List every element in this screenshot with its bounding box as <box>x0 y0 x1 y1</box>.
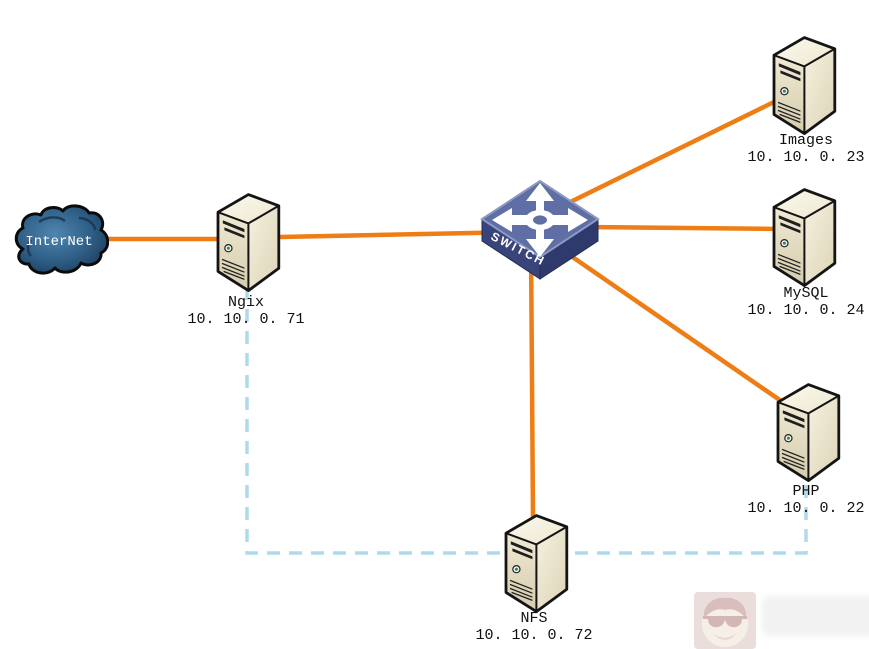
server-icon-images <box>762 32 842 136</box>
node-label-mysql: MySQL 10. 10. 0. 24 <box>721 285 869 320</box>
watermark <box>690 590 869 649</box>
link-dashed-ngix-nfs-php <box>245 287 808 555</box>
node-name: Images <box>778 132 833 149</box>
server-icon-php <box>766 379 846 483</box>
internet-cloud-icon: InterNet <box>14 204 109 275</box>
node-label-ngix: Ngix 10. 10. 0. 71 <box>161 294 331 329</box>
node-name: MySQL <box>783 285 829 302</box>
node-name: NFS <box>520 610 548 627</box>
server-icon-ngix <box>206 189 286 293</box>
watermark-logo-square <box>694 592 756 649</box>
switch-icon: SWITCH <box>480 179 600 280</box>
server-icon-nfs <box>494 510 574 614</box>
server-icon-mysql <box>762 184 842 288</box>
node-name: PHP <box>792 483 820 500</box>
watermark-text-blur <box>762 596 869 636</box>
node-ip: 10. 10. 0. 23 <box>747 149 865 166</box>
link-switch-php <box>556 245 802 416</box>
link-switch-nfs <box>528 242 536 521</box>
node-ip: 10. 10. 0. 72 <box>475 627 593 644</box>
node-label-nfs: NFS 10. 10. 0. 72 <box>449 610 619 645</box>
node-ip: 10. 10. 0. 71 <box>187 311 305 328</box>
link-switch-images <box>551 97 779 214</box>
node-label-images: Images 10. 10. 0. 23 <box>721 132 869 167</box>
node-label-php: PHP 10. 10. 0. 22 <box>721 483 869 518</box>
link-ngix-switch <box>279 229 521 240</box>
node-ip: 10. 10. 0. 24 <box>747 302 865 319</box>
node-ip: 10. 10. 0. 22 <box>747 500 865 517</box>
watermark-face-with-sunglasses-icon <box>702 597 748 647</box>
link-switch-mysql <box>584 224 786 232</box>
node-name: Ngix <box>227 294 264 311</box>
internet-label: InterNet <box>25 234 92 250</box>
